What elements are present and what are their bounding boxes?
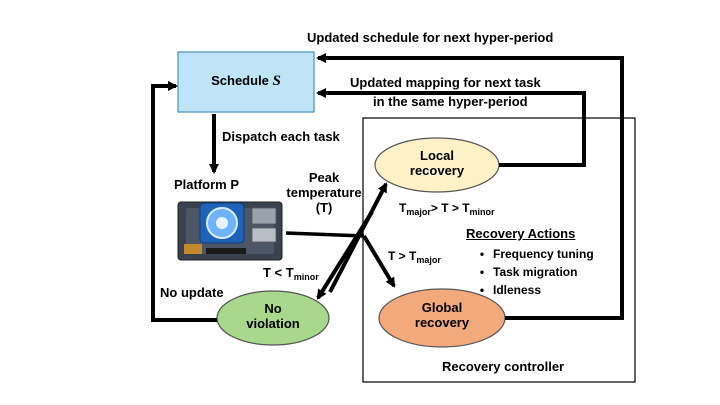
updated-mapping-label-line2: in the same hyper-period: [373, 94, 528, 109]
no-violation-label: No violation: [246, 301, 300, 331]
recovery-actions-list: Frequency tuning Task migration Idleness: [475, 245, 594, 299]
platform-board-image: [177, 201, 283, 261]
peak-temperature-label: Peak temperature (T): [286, 170, 362, 215]
recovery-controller-box: [362, 117, 636, 383]
arrow-to-global-recovery: [362, 234, 396, 288]
updated-schedule-label: Updated schedule for next hyper-period: [307, 30, 554, 45]
condition-above-major: T > Tmajor: [388, 249, 441, 265]
recovery-action-item: Idleness: [475, 281, 594, 299]
updated-mapping-label: Updated mapping for next task: [350, 75, 541, 90]
temperature-line: [285, 231, 365, 238]
no-update-label: No update: [160, 285, 224, 300]
condition-between-thresholds: Tmajor> T > Tminor: [399, 201, 495, 217]
updated-schedule-arrow: [316, 53, 624, 320]
recovery-action-item: Frequency tuning: [475, 245, 594, 263]
recovery-controller-label: Recovery controller: [442, 359, 565, 374]
schedule-label: Schedule S: [211, 73, 281, 89]
updated-mapping-arrow: [316, 88, 586, 167]
no-update-arrow: [151, 81, 217, 322]
recovery-action-item: Task migration: [475, 263, 594, 281]
arrow-to-no-violation: [316, 210, 374, 300]
dispatch-label: Dispatch each task: [222, 129, 340, 144]
condition-below-minor: T < Tminor: [263, 265, 319, 282]
platform-label: Platform P: [174, 177, 240, 192]
global-recovery-label: Global recovery: [414, 300, 470, 330]
local-recovery-label: Local recovery: [409, 148, 465, 178]
schedule-box: [177, 51, 315, 113]
recovery-actions-title: Recovery Actions: [466, 226, 576, 241]
